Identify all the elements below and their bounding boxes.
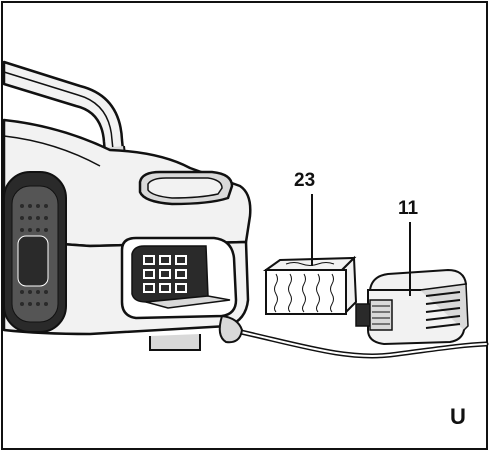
cord-strain-relief [218,314,244,344]
callout-23-label: 23 [294,170,316,191]
foam-insert [262,255,358,315]
appliance-body [2,60,252,351]
filter-cover [355,268,469,346]
callout-11-label: 11 [398,198,419,219]
panel-letter: U [450,404,466,429]
